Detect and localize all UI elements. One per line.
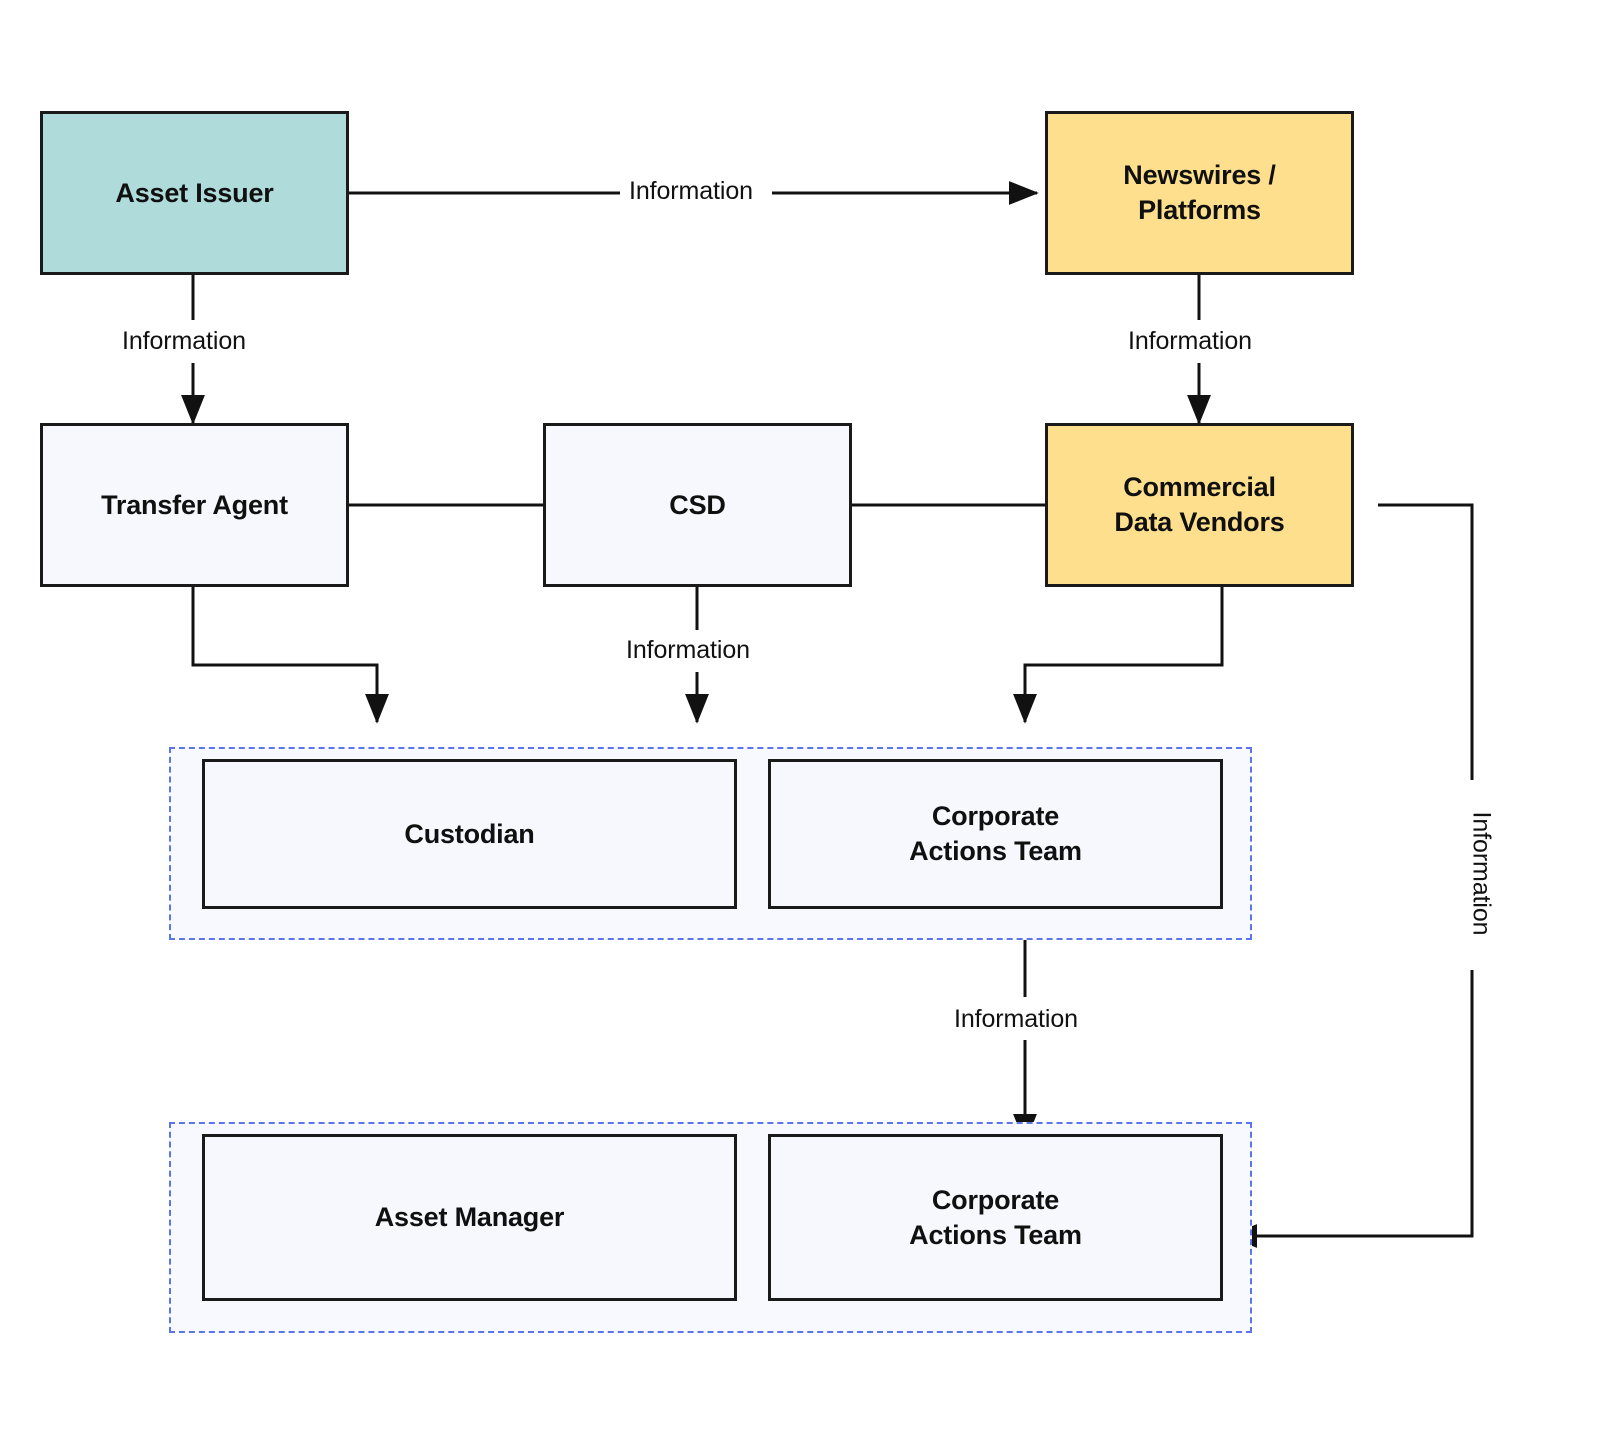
node-csd[interactable]: CSD [543,423,852,587]
node-newswires-platforms[interactable]: Newswires / Platforms [1045,111,1354,275]
edge-vendors-to-asset-manager-ca [1227,503,1474,1248]
edge-label-csd-to-custodian-ca-team: Information [617,636,759,665]
node-custodian[interactable]: Custodian [202,759,737,909]
edge-label-issuer-to-transfer-agent: Information [113,327,255,356]
edge-label-newswires-to-vendors: Information [1119,327,1261,356]
node-asset-issuer[interactable]: Asset Issuer [40,111,349,275]
node-asset-manager-corporate-actions-team[interactable]: Corporate Actions Team [768,1134,1223,1301]
node-commercial-data-vendors[interactable]: Commercial Data Vendors [1045,423,1354,587]
node-custodian-corporate-actions-team[interactable]: Corporate Actions Team [768,759,1223,909]
edge-label-issuer-to-newswires: Information [620,177,762,206]
node-asset-manager[interactable]: Asset Manager [202,1134,737,1301]
edge-transfer-agent-to-custodian [191,587,389,724]
edge-label-custodian-ca-to-asset-manager-ca: Information [945,1005,1087,1034]
node-transfer-agent[interactable]: Transfer Agent [40,423,349,587]
edge-label-vendors-to-asset-manager-ca: Information [1466,784,1496,963]
edge-vendors-to-custodian-ca-team [1013,587,1224,724]
